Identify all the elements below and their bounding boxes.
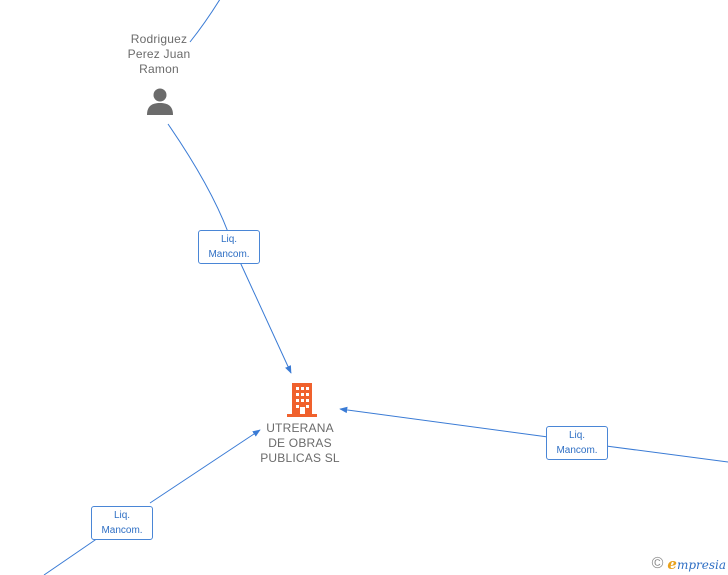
copyright-symbol: © <box>651 555 664 572</box>
edge-badge-line-2: Mancom. <box>556 445 598 456</box>
company-name-line-3: PUBLICAS SL <box>260 451 340 465</box>
edge-badge-bottom-left-company[interactable]: Liq. Mancom. <box>91 506 153 540</box>
person-name-line-3: Ramon <box>139 62 179 76</box>
edge-badge-line-1: Liq. <box>220 234 238 245</box>
person-name-line-1: Rodriguez <box>130 32 188 46</box>
edge-offscreen-to-person <box>189 0 221 43</box>
person-node-label[interactable]: Rodriguez Perez Juan Ramon <box>108 32 210 77</box>
empresia-watermark: © empresia <box>652 555 726 573</box>
edge-right-company-line <box>340 409 728 463</box>
edge-badge-line-2: Mancom. <box>208 249 250 260</box>
edge-person-company-line <box>167 123 291 373</box>
person-name-line-2: Perez Juan <box>127 47 191 61</box>
company-node-label[interactable]: UTRERANA DE OBRAS PUBLICAS SL <box>246 421 354 466</box>
building-icon[interactable] <box>286 382 318 418</box>
edge-badge-person-company[interactable]: Liq. Mancom. <box>198 230 260 264</box>
company-name-line-2: DE OBRAS <box>268 436 332 450</box>
company-name-line-1: UTRERANA <box>266 421 334 435</box>
edge-badge-line-1: Liq. <box>113 510 131 521</box>
edge-bottom-left-company-line <box>43 430 260 575</box>
person-icon[interactable] <box>145 86 175 116</box>
brand-initial: e <box>667 555 677 573</box>
edge-badge-right-company[interactable]: Liq. Mancom. <box>546 426 608 460</box>
brand-logo: empresia <box>667 555 726 573</box>
edge-badge-line-2: Mancom. <box>101 525 143 536</box>
edge-badge-line-1: Liq. <box>568 430 586 441</box>
brand-rest: mpresia <box>676 558 726 572</box>
